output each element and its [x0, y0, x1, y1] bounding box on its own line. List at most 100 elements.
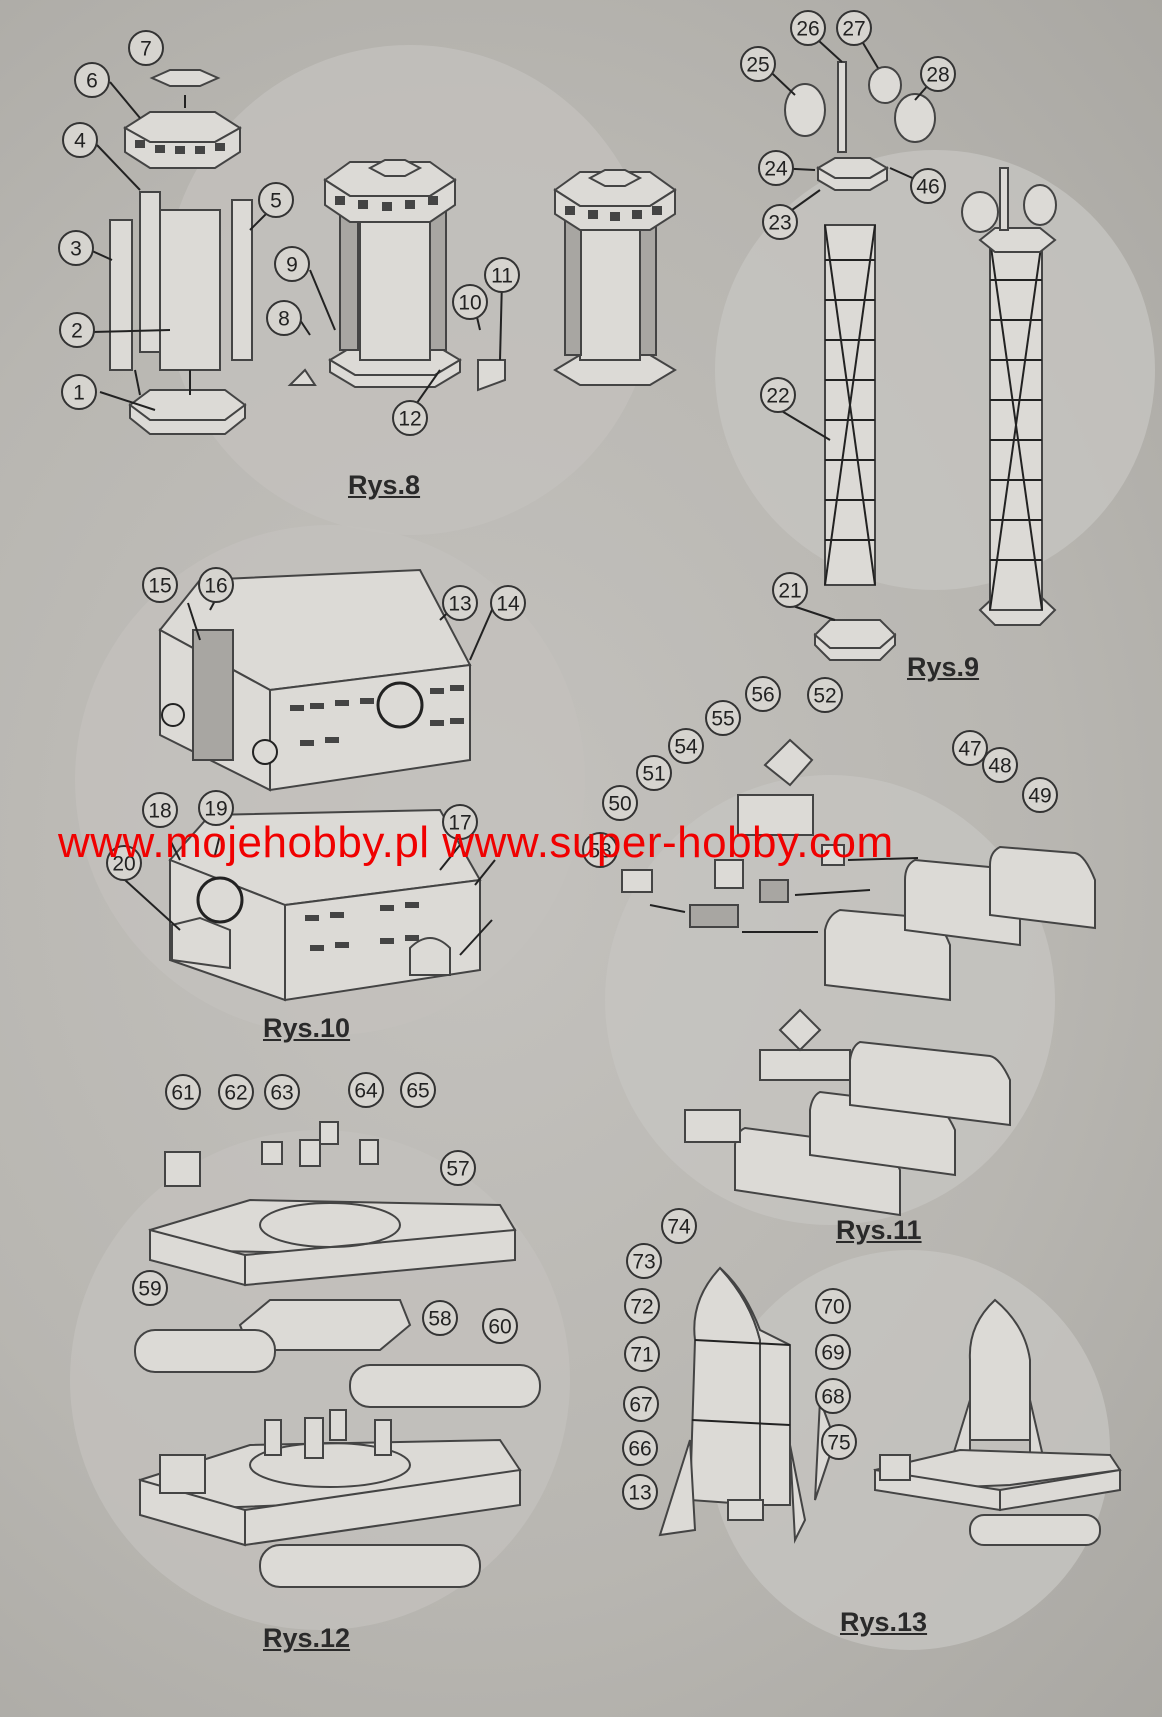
callout-number: 72	[630, 1296, 653, 1319]
callout-circle	[106, 845, 142, 881]
callout-circle	[218, 1074, 254, 1110]
callout-number: 25	[746, 54, 769, 77]
callout-circle	[484, 257, 520, 293]
callout-circle	[392, 400, 428, 436]
callout-number: 47	[958, 738, 981, 761]
callout-circle	[760, 377, 796, 413]
rys10-hangar-top	[158, 568, 472, 792]
callout-circle	[807, 677, 843, 713]
callout-circle	[482, 1308, 518, 1344]
callout-number: 28	[926, 64, 949, 87]
callout-number: 11	[491, 265, 513, 288]
callout-number: 54	[674, 736, 698, 759]
callout-circle	[264, 1074, 300, 1110]
callout-circle	[132, 1270, 168, 1306]
callout-circle	[422, 1300, 458, 1336]
figure-label-rys9: Rys.9	[907, 652, 980, 682]
callout-circle	[62, 122, 98, 158]
rys11-barracks-finished	[684, 1008, 1011, 1217]
callout-number: 67	[629, 1394, 652, 1417]
callout-number: 50	[608, 793, 631, 816]
callout-number: 21	[778, 580, 801, 603]
rys13-rocket-finished	[873, 1298, 1122, 1546]
callout-number: 5	[270, 190, 282, 213]
callout-circle	[624, 1288, 660, 1324]
callout-number: 3	[70, 238, 82, 261]
callout-circle	[61, 374, 97, 410]
callout-circle	[58, 230, 94, 266]
rys11-barracks-exploded	[621, 738, 1096, 1002]
callout-circle	[198, 790, 234, 826]
callout-number: 70	[821, 1296, 844, 1319]
callout-number: 2	[71, 320, 83, 343]
callout-number: 12	[398, 408, 421, 431]
callout-circle	[982, 747, 1018, 783]
callout-number: 19	[204, 798, 227, 821]
callout-number: 49	[1028, 785, 1051, 808]
callout-number: 23	[768, 212, 791, 235]
callout-circle	[400, 1072, 436, 1108]
callout-number: 59	[138, 1278, 161, 1301]
callout-number: 9	[286, 254, 298, 277]
watermark-url: www.mojehobby.pl www.super-hobby.com	[58, 818, 894, 867]
callout-number: 14	[496, 593, 520, 616]
callout-circle	[758, 150, 794, 186]
callout-circle	[705, 700, 741, 736]
callout-number: 6	[86, 70, 98, 93]
callout-circle	[661, 1208, 697, 1244]
callout-number: 75	[827, 1432, 850, 1455]
callout-circle	[815, 1334, 851, 1370]
callout-number: 60	[488, 1316, 511, 1339]
callout-number: 52	[813, 685, 836, 708]
callout-circle	[602, 785, 638, 821]
rys12-launcher-finished	[138, 1409, 522, 1588]
callout-circle	[772, 572, 808, 608]
callout-number: 48	[988, 755, 1011, 778]
callout-circle	[348, 1072, 384, 1108]
callout-number: 69	[821, 1342, 844, 1365]
callout-number: 55	[711, 708, 734, 731]
callout-number: 73	[632, 1251, 655, 1274]
callout-circle	[815, 1288, 851, 1324]
callout-number: 27	[842, 18, 865, 41]
callout-number: 4	[74, 130, 86, 153]
callout-circle	[910, 168, 946, 204]
rys8-tower-finished	[553, 169, 677, 386]
callout-circle	[128, 30, 164, 66]
callout-circle	[142, 567, 178, 603]
callout-circle	[623, 1386, 659, 1422]
callout-circle	[440, 1150, 476, 1186]
callout-circle	[622, 1474, 658, 1510]
callout-number: 16	[204, 575, 227, 598]
callout-number: 68	[821, 1386, 844, 1409]
callout-number: 66	[628, 1438, 651, 1461]
callout-circle	[266, 300, 302, 336]
callout-number: 65	[406, 1080, 429, 1103]
callout-number: 13	[448, 593, 471, 616]
rys9-mast-finished	[961, 167, 1057, 626]
callout-number: 10	[458, 292, 481, 315]
callout-circle	[582, 832, 618, 868]
callout-number: 15	[148, 575, 171, 598]
callout-circle	[452, 284, 488, 320]
callout-circle	[740, 46, 776, 82]
callout-number: 53	[588, 840, 611, 863]
callout-circle	[74, 62, 110, 98]
callout-number: 7	[140, 38, 152, 61]
callout-circle	[815, 1378, 851, 1414]
callout-number: 24	[764, 158, 788, 181]
callout-circle	[442, 585, 478, 621]
rys8-tower-exploded	[109, 69, 253, 435]
callout-number: 64	[354, 1080, 378, 1103]
figure-label-rys11: Rys.11	[836, 1215, 922, 1245]
rys13-rocket-exploded	[658, 1266, 837, 1544]
callout-circle	[636, 755, 672, 791]
callout-number: 56	[751, 684, 774, 707]
callout-circle	[952, 730, 988, 766]
callout-number: 51	[642, 763, 665, 786]
callout-circle	[198, 567, 234, 603]
callout-number: 46	[916, 176, 939, 199]
callout-circle	[836, 10, 872, 46]
